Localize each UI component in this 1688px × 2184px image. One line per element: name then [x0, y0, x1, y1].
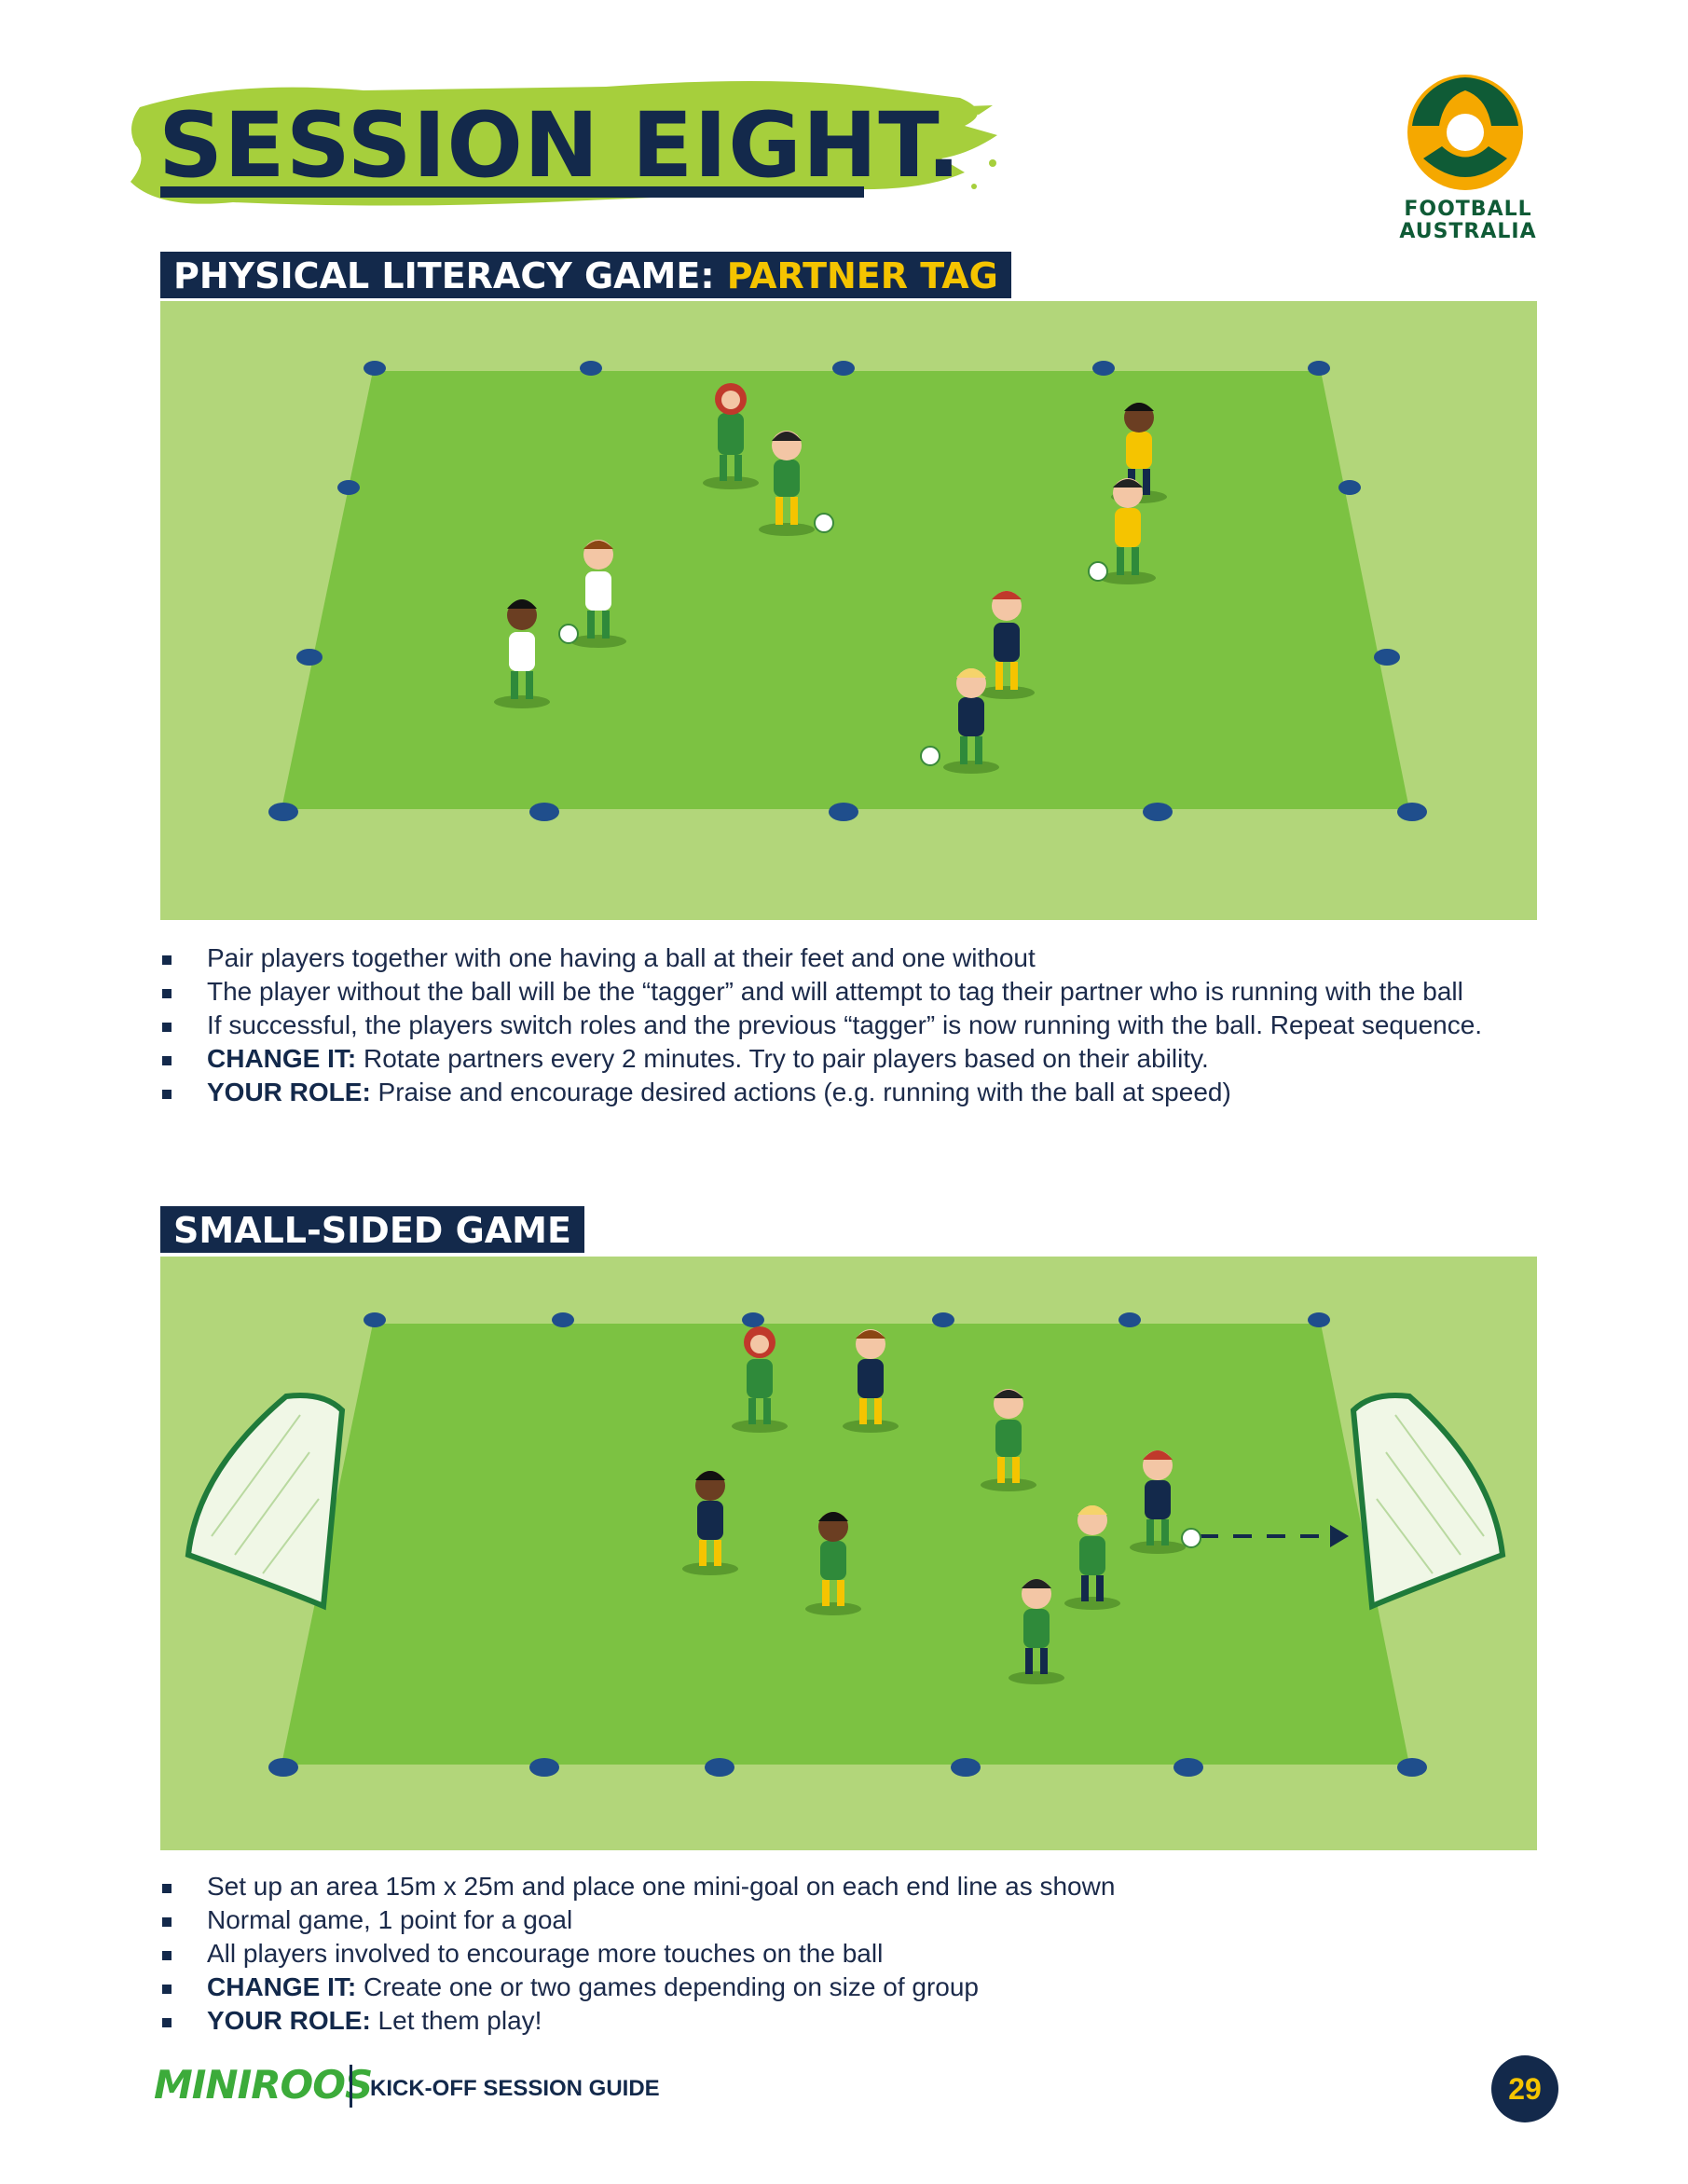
player-icon: [1009, 1579, 1064, 1684]
partner-tag-field-diagram: [160, 301, 1537, 920]
player-icon: [1064, 1505, 1120, 1610]
instruction-item: Normal game, 1 point for a goal: [160, 1903, 1534, 1937]
section-header-accent: PARTNER TAG: [726, 255, 998, 296]
player-icon: [843, 1329, 899, 1433]
partner-tag-instructions: Pair players together with one having a …: [160, 941, 1534, 1109]
player-icon: [703, 383, 759, 489]
field-svg: [185, 1312, 1506, 1777]
left-goal-icon: [185, 1393, 346, 1611]
logo-text-football: FOOTBALL: [1404, 198, 1532, 221]
player-icon: [1130, 1450, 1201, 1554]
section-header-prefix: PHYSICAL LITERACY GAME:: [173, 255, 727, 296]
change-it-item: CHANGE IT: Create one or two games depen…: [160, 1971, 1534, 2004]
player-icon: [920, 668, 999, 774]
field-svg: [268, 361, 1427, 821]
page-title: SESSION EIGHT.: [158, 93, 962, 198]
cones: [268, 1312, 1427, 1777]
footer-guide-title: KICK-OFF SESSION GUIDE: [370, 2076, 660, 2101]
player-icon: [981, 1389, 1036, 1491]
player-icon: [732, 1326, 788, 1433]
footer-divider: [350, 2065, 352, 2108]
small-sided-game-instructions: Set up an area 15m x 25m and place one m…: [160, 1870, 1534, 2038]
instruction-item: The player without the ball will be the …: [160, 975, 1534, 1009]
player-icon: [805, 1512, 861, 1615]
section-header-partner-tag: PHYSICAL LITERACY GAME: PARTNER TAG: [160, 252, 1011, 298]
small-sided-game-field-diagram: [160, 1257, 1537, 1850]
pitch-area: [281, 1324, 1409, 1765]
page-number-badge: [1491, 2055, 1558, 2122]
right-goal-icon: [1350, 1393, 1506, 1611]
cones: [268, 361, 1427, 821]
instruction-item: Set up an area 15m x 25m and place one m…: [160, 1870, 1534, 1903]
title-underline: [160, 186, 864, 198]
instruction-item: All players involved to encourage more t…: [160, 1937, 1534, 1971]
player-icon: [759, 431, 834, 536]
pitch-area: [281, 371, 1409, 809]
instruction-item: If successful, the players switch roles …: [160, 1009, 1534, 1042]
title-brush-stroke: [130, 80, 997, 206]
player-icon: [979, 591, 1035, 699]
player-icon: [558, 540, 626, 648]
your-role-item: YOUR ROLE: Let them play!: [160, 2004, 1534, 2038]
logo-text-australia: AUSTRALIA: [1399, 220, 1537, 243]
player-icon: [494, 599, 550, 708]
your-role-item: YOUR ROLE: Praise and encourage desired …: [160, 1076, 1534, 1109]
pass-arrow-icon: [1200, 1525, 1349, 1547]
football-australia-logo-icon: [1407, 75, 1523, 190]
change-it-item: CHANGE IT: Rotate partners every 2 minut…: [160, 1042, 1534, 1076]
players: [682, 1326, 1201, 1684]
miniroos-logo: MINIROOS: [154, 2062, 373, 2108]
player-icon: [1088, 478, 1156, 584]
player-icon: [682, 1471, 738, 1575]
players: [494, 383, 1167, 774]
page-number: 29: [1508, 2072, 1542, 2106]
instruction-item: Pair players together with one having a …: [160, 941, 1534, 975]
section-header-small-sided-game: SMALL-SIDED GAME: [160, 1206, 584, 1253]
